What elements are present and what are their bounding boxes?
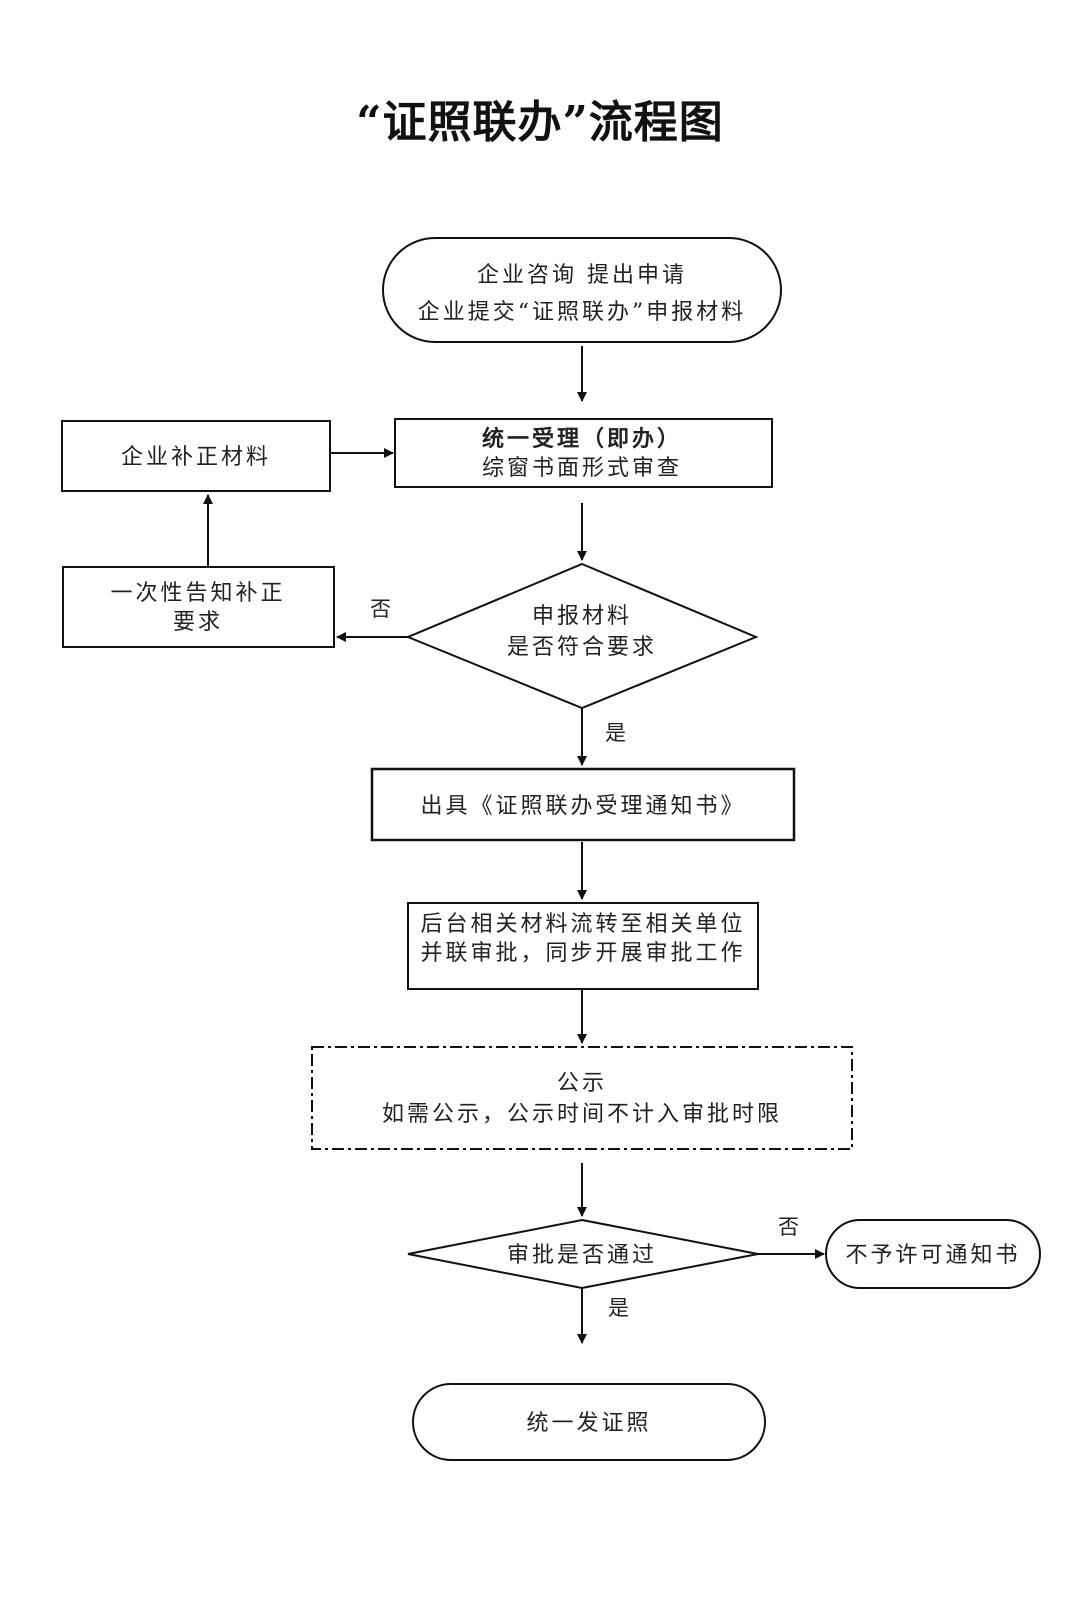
check-diamond-text-1: 申报材料 bbox=[532, 604, 632, 629]
page-title: “证照联办”流程图 bbox=[356, 97, 724, 148]
publicity-node bbox=[311, 1046, 853, 1150]
transfer-node bbox=[407, 902, 759, 990]
approve-diamond-text: 审批是否通过 bbox=[507, 1243, 657, 1268]
supplement-node-text: 企业补正材料 bbox=[121, 445, 271, 470]
supplement-node bbox=[61, 420, 331, 492]
reject-node bbox=[825, 1219, 1041, 1289]
label-no-2: 否 bbox=[778, 1215, 799, 1239]
issue-node-text: 统一发证照 bbox=[526, 1411, 651, 1436]
reject-node-text: 不予许可通知书 bbox=[845, 1243, 1020, 1268]
label-no-1: 否 bbox=[370, 597, 391, 621]
publicity-node-text-2: 如需公示，公示时间不计入审批时限 bbox=[382, 1102, 782, 1127]
publicity-node-text-1: 公示 bbox=[557, 1071, 607, 1096]
accept-node-text-1: 统一受理（即办） bbox=[482, 426, 682, 452]
accept-node bbox=[394, 418, 773, 488]
notice-node bbox=[370, 767, 796, 842]
label-yes-2: 是 bbox=[608, 1296, 629, 1320]
notice-node-text: 出具《证照联办受理通知书》 bbox=[420, 794, 745, 819]
notify-node bbox=[62, 566, 335, 648]
label-yes-1: 是 bbox=[605, 721, 626, 745]
start-node bbox=[382, 237, 782, 343]
issue-node bbox=[412, 1383, 766, 1461]
transfer-node-text-2: 并联审批，同步开展审批工作 bbox=[420, 941, 745, 966]
accept-node-text-2: 综窗书面形式审查 bbox=[482, 456, 682, 481]
start-node-text-2: 企业提交“证照联办”申报材料 bbox=[418, 300, 747, 325]
notify-node-text-2: 要求 bbox=[173, 610, 223, 635]
check-diamond-text-2: 是否符合要求 bbox=[507, 635, 657, 660]
start-node-text-1: 企业咨询 提出申请 bbox=[477, 263, 687, 288]
notify-node-text-1: 一次性告知补正 bbox=[110, 581, 285, 606]
transfer-node-text-1: 后台相关材料流转至相关单位 bbox=[420, 912, 745, 937]
